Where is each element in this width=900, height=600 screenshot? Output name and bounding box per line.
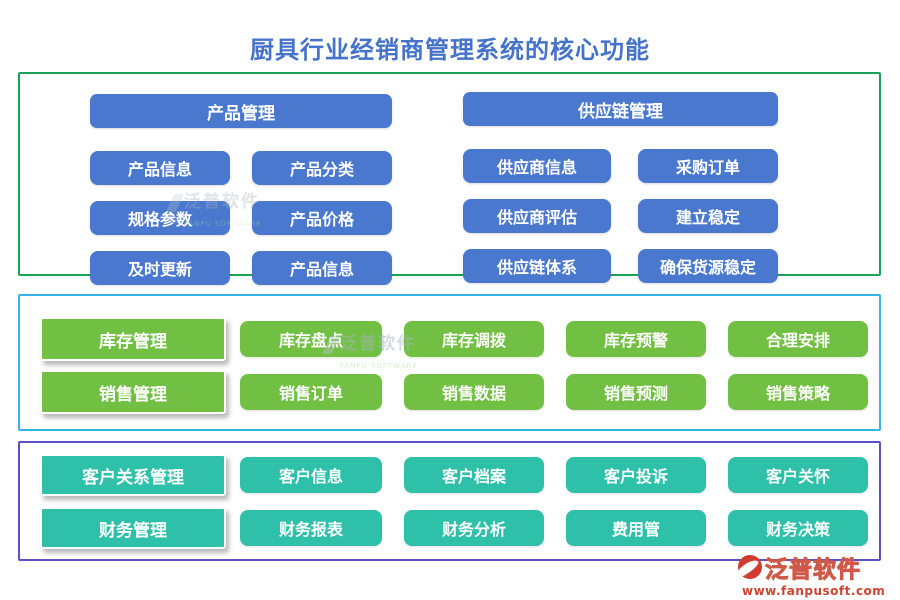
customer-care-button[interactable]: 客户关怀 bbox=[728, 457, 868, 493]
sales-data-button[interactable]: 销售数据 bbox=[404, 374, 544, 410]
timely-update-button[interactable]: 及时更新 bbox=[90, 251, 230, 285]
inventory-management-button[interactable]: 库存管理 bbox=[40, 317, 226, 361]
product-group: 产品管理 产品信息 产品分类 规格参数 产品价格 及时更新 产品信息 bbox=[90, 94, 392, 285]
supplier-evaluation-button[interactable]: 供应商评估 bbox=[463, 199, 611, 233]
stock-alert-button[interactable]: 库存预警 bbox=[566, 321, 706, 357]
ensure-supply-button[interactable]: 确保货源稳定 bbox=[638, 249, 778, 283]
fanpu-logo-icon bbox=[738, 555, 762, 579]
customer-row: 客户关系管理 客户信息 客户档案 客户投诉 客户关怀 bbox=[40, 454, 868, 496]
supply-chain-system-button[interactable]: 供应链体系 bbox=[463, 249, 611, 283]
customer-info-button[interactable]: 客户信息 bbox=[240, 457, 382, 493]
finance-management-button[interactable]: 财务管理 bbox=[40, 507, 226, 549]
product-management-button[interactable]: 产品管理 bbox=[90, 94, 392, 128]
product-price-button[interactable]: 产品价格 bbox=[252, 201, 392, 235]
product-info-2-button[interactable]: 产品信息 bbox=[252, 251, 392, 285]
vendor-logo: 泛普软件 www.fanpusoft.com bbox=[738, 550, 888, 598]
sales-management-button[interactable]: 销售管理 bbox=[40, 370, 226, 414]
supply-chain-management-button[interactable]: 供应链管理 bbox=[463, 92, 778, 126]
spec-params-button[interactable]: 规格参数 bbox=[90, 201, 230, 235]
supply-group: 供应链管理 供应商信息 采购订单 供应商评估 建立稳定 供应链体系 确保货源稳定 bbox=[463, 92, 778, 283]
finance-report-button[interactable]: 财务报表 bbox=[240, 510, 382, 546]
page-title: 厨具行业经销商管理系统的核心功能 bbox=[250, 36, 650, 64]
product-category-button[interactable]: 产品分类 bbox=[252, 151, 392, 185]
build-stable-button[interactable]: 建立稳定 bbox=[638, 199, 778, 233]
purchase-order-button[interactable]: 采购订单 bbox=[638, 149, 778, 183]
section-inventory-sales: 库存管理 库存盘点 库存调拨 库存预警 合理安排 销售管理 销售订单 销售数据 … bbox=[18, 294, 881, 431]
customer-file-button[interactable]: 客户档案 bbox=[404, 457, 544, 493]
customer-complaint-button[interactable]: 客户投诉 bbox=[566, 457, 706, 493]
vendor-name: 泛普软件 bbox=[765, 557, 861, 584]
vendor-url: www.fanpusoft.com bbox=[742, 584, 886, 598]
inventory-row: 库存管理 库存盘点 库存调拨 库存预警 合理安排 bbox=[40, 317, 868, 361]
supply-grid: 供应商信息 采购订单 供应商评估 建立稳定 供应链体系 确保货源稳定 bbox=[463, 133, 778, 283]
finance-decision-button[interactable]: 财务决策 bbox=[728, 510, 868, 546]
sales-order-button[interactable]: 销售订单 bbox=[240, 374, 382, 410]
finance-row: 财务管理 财务报表 财务分析 费用管 财务决策 bbox=[40, 507, 868, 549]
stock-transfer-button[interactable]: 库存调拨 bbox=[404, 321, 544, 357]
finance-analysis-button[interactable]: 财务分析 bbox=[404, 510, 544, 546]
supplier-info-button[interactable]: 供应商信息 bbox=[463, 149, 611, 183]
stock-count-button[interactable]: 库存盘点 bbox=[240, 321, 382, 357]
section-product-supply: 产品管理 产品信息 产品分类 规格参数 产品价格 及时更新 产品信息 供应链管理… bbox=[18, 72, 881, 285]
crm-button[interactable]: 客户关系管理 bbox=[40, 454, 226, 496]
section-customer-finance: 客户关系管理 客户信息 客户档案 客户投诉 客户关怀 财务管理 财务报表 财务分… bbox=[18, 441, 881, 561]
expense-manage-button[interactable]: 费用管 bbox=[566, 510, 706, 546]
sales-strategy-button[interactable]: 销售策略 bbox=[728, 374, 868, 410]
sales-row: 销售管理 销售订单 销售数据 销售预测 销售策略 bbox=[40, 370, 868, 414]
product-info-button[interactable]: 产品信息 bbox=[90, 151, 230, 185]
sales-forecast-button[interactable]: 销售预测 bbox=[566, 374, 706, 410]
product-grid: 产品信息 产品分类 规格参数 产品价格 及时更新 产品信息 bbox=[90, 135, 392, 285]
reasonable-arrange-button[interactable]: 合理安排 bbox=[728, 321, 868, 357]
